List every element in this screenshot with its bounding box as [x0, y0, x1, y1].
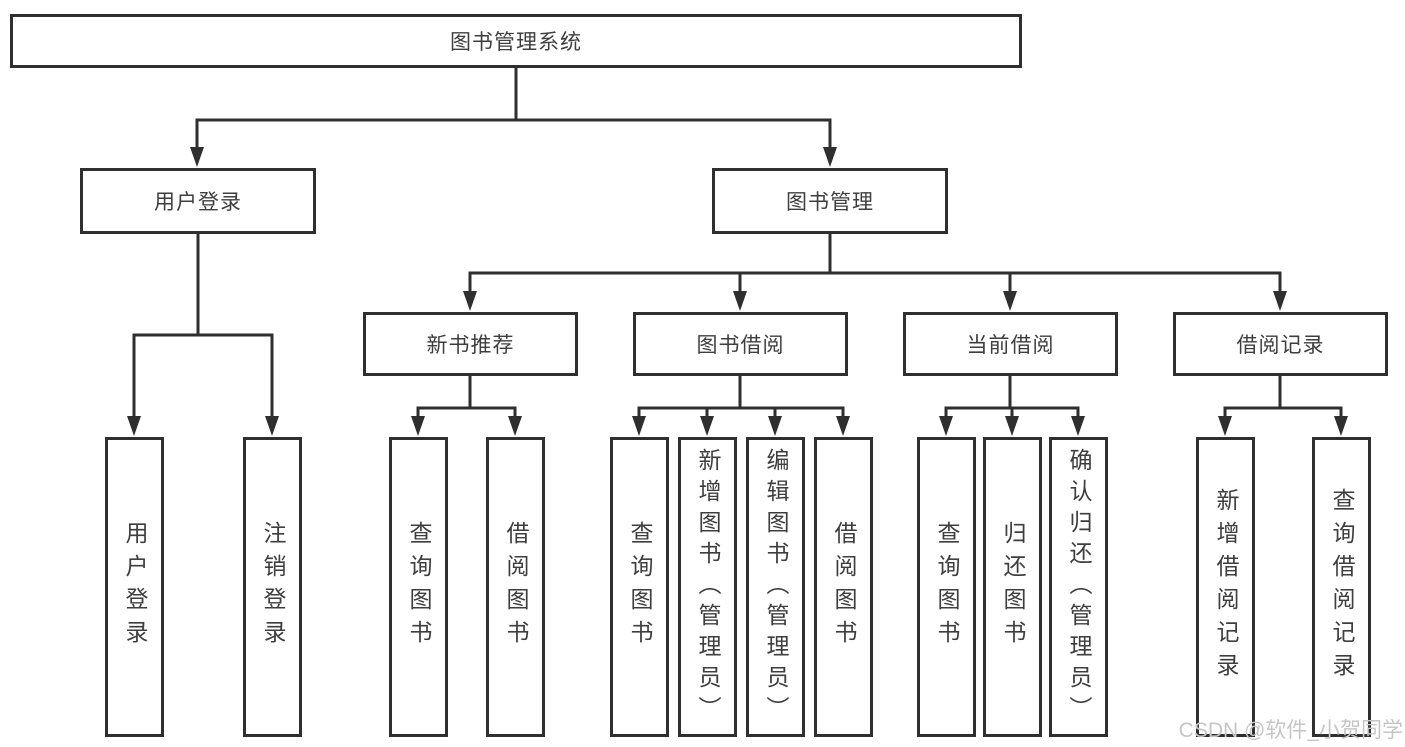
- leaf-query-books-recommend: 查询图书: [389, 437, 448, 737]
- leaf-user-login: 用户登录: [105, 437, 164, 737]
- leaf-user-login-label: 用户登录: [122, 521, 148, 653]
- leaf-query-borrow-record: 查询借阅记录: [1312, 437, 1371, 737]
- leaf-query-books-current-label: 查询图书: [934, 521, 960, 653]
- leaf-borrow-books-label: 借阅图书: [831, 521, 857, 653]
- leaf-confirm-return-admin: 确认归还（管理员）: [1049, 437, 1108, 737]
- node-borrow-records: 借阅记录: [1173, 312, 1388, 376]
- arrowheads: [127, 147, 1348, 436]
- leaf-edit-books-admin-label: 编辑图书（管理员）: [763, 447, 789, 727]
- leaf-add-books-admin: 新增图书（管理员）: [678, 437, 737, 737]
- leaf-query-books-recommend-label: 查询图书: [406, 521, 432, 653]
- node-book-borrow: 图书借阅: [633, 312, 848, 376]
- node-book-borrow-label: 图书借阅: [696, 334, 785, 357]
- node-new-book-recommend-label: 新书推荐: [426, 334, 515, 357]
- node-new-book-recommend: 新书推荐: [363, 312, 578, 376]
- leaf-return-books-label: 归还图书: [1000, 521, 1026, 653]
- node-root-label: 图书管理系统: [450, 31, 582, 54]
- leaf-add-borrow-record-label: 新增借阅记录: [1213, 488, 1239, 686]
- leaf-borrow-books-recommend-label: 借阅图书: [503, 521, 529, 653]
- leaf-add-borrow-record: 新增借阅记录: [1196, 437, 1255, 737]
- leaf-query-books-borrow-label: 查询图书: [627, 521, 653, 653]
- leaf-query-books-current: 查询图书: [917, 437, 976, 737]
- node-user-login: 用户登录: [80, 168, 316, 234]
- leaf-query-books-borrow: 查询图书: [610, 437, 669, 737]
- leaf-confirm-return-admin-label: 确认归还（管理员）: [1066, 447, 1092, 727]
- leaf-borrow-books: 借阅图书: [814, 437, 873, 737]
- csdn-watermark: CSDN @软件_小贺同学: [1178, 719, 1403, 742]
- leaf-borrow-books-recommend: 借阅图书: [486, 437, 545, 737]
- leaf-query-borrow-record-label: 查询借阅记录: [1329, 488, 1355, 686]
- node-user-login-label: 用户登录: [154, 191, 242, 214]
- leaf-return-books: 归还图书: [983, 437, 1042, 737]
- node-current-borrow-label: 当前借阅: [966, 334, 1055, 357]
- node-book-management: 图书管理: [712, 168, 948, 234]
- leaf-logout: 注销登录: [243, 437, 302, 737]
- node-current-borrow: 当前借阅: [903, 312, 1118, 376]
- leaf-logout-label: 注销登录: [260, 521, 286, 653]
- node-root: 图书管理系统: [10, 14, 1022, 68]
- leaf-edit-books-admin: 编辑图书（管理员）: [746, 437, 805, 737]
- leaf-add-books-admin-label: 新增图书（管理员）: [695, 447, 721, 727]
- node-borrow-records-label: 借阅记录: [1236, 334, 1325, 357]
- node-book-management-label: 图书管理: [786, 191, 874, 214]
